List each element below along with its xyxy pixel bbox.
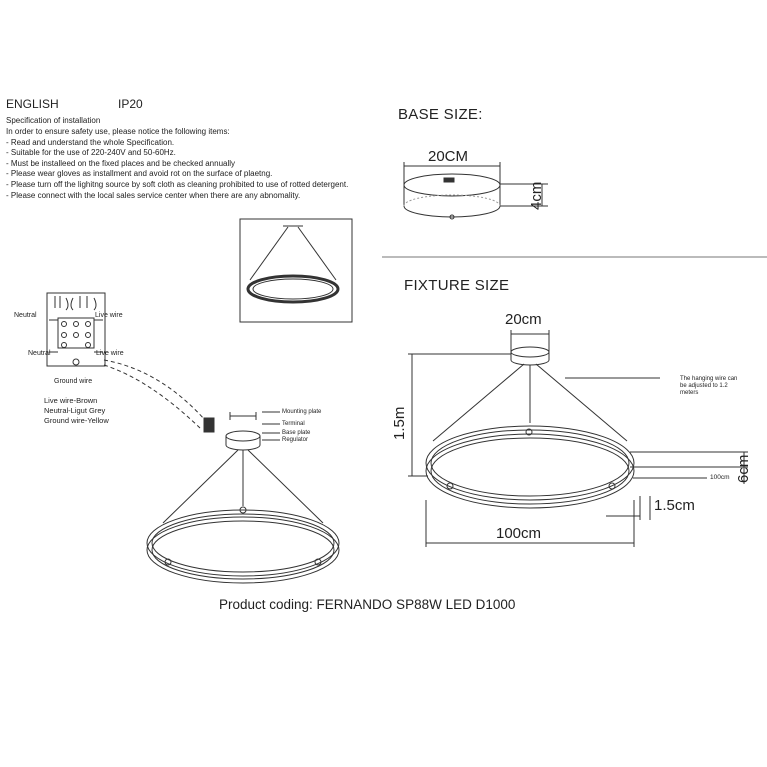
spec-item: - Suitable for the use of 220-240V and 5…: [6, 148, 176, 158]
fixture-small-diameter-label: 100cm: [710, 474, 730, 481]
installation-fixture-drawing: [146, 411, 340, 584]
part-regulator: Regulator: [282, 437, 309, 443]
spec-item: - Read and understand the whole Specific…: [6, 137, 175, 147]
base-diameter-label: 20CM: [428, 148, 469, 165]
wiring-neutral-mid: Neutral: [28, 350, 51, 357]
fixture-diameter-label: 100cm: [496, 525, 542, 542]
wiring-neutral-top: Neutral: [14, 312, 37, 319]
fixture-drawing: [408, 330, 748, 547]
part-terminal: Terminal: [282, 421, 305, 427]
spec-item: In order to ensure safety use, please no…: [6, 127, 230, 136]
part-base-plate: Base plate: [282, 430, 311, 436]
base-size-title: BASE SIZE:: [398, 106, 483, 123]
spec-item: - Must be installeed on the fixed places…: [6, 158, 236, 168]
spec-title: Specification of installation: [6, 116, 101, 125]
spec-item: - Please wear gloves as installment and …: [6, 169, 273, 179]
base-height-label: 4cm: [528, 181, 545, 210]
legend-item: Live wire-Brown: [44, 396, 98, 405]
wiring-block-drawing: [46, 292, 206, 429]
base-canopy-drawing: [403, 162, 548, 220]
spec-list: In order to ensure safety use, please no…: [6, 127, 348, 201]
legend-item: Ground wire-Yellow: [44, 416, 109, 425]
fixture-ring-thickness-label: 1.5cm: [654, 497, 695, 514]
product-coding: Product coding: FERNANDO SP88W LED D1000: [219, 597, 516, 612]
hanging-note-line: be adjusted to 1.2: [680, 383, 728, 389]
wire-color-legend: Live wire-Brown Neutral-Ligut Grey Groun…: [44, 396, 109, 426]
fixture-size-title: FIXTURE SIZE: [404, 277, 510, 294]
wiring-ground: Ground wire: [54, 378, 93, 385]
ip-rating-label: IP20: [118, 97, 143, 111]
hanging-note-line: The hanging wire can: [680, 376, 738, 382]
legend-item: Neutral-Ligut Grey: [44, 406, 106, 415]
wiring-live-top: Live wire: [95, 312, 123, 319]
wiring-live-mid: Live wire: [96, 350, 124, 357]
spec-item: - Please turn off the lighitng source by…: [6, 179, 349, 189]
hanging-note-line: meters: [680, 390, 699, 396]
fixture-ring-height-label: 6cm: [735, 454, 752, 483]
spec-item: - Please connect with the local sales se…: [6, 190, 301, 200]
hanging-note: The hanging wire can be adjusted to 1.2 …: [680, 376, 737, 397]
fixture-top-diameter-label: 20cm: [505, 311, 542, 328]
part-mounting-plate: Mounting plate: [282, 409, 322, 415]
language-label: ENGLISH: [6, 97, 59, 111]
fixture-hanging-height-label: 1.5m: [391, 406, 408, 440]
thumbnail-drawing: [239, 218, 353, 323]
